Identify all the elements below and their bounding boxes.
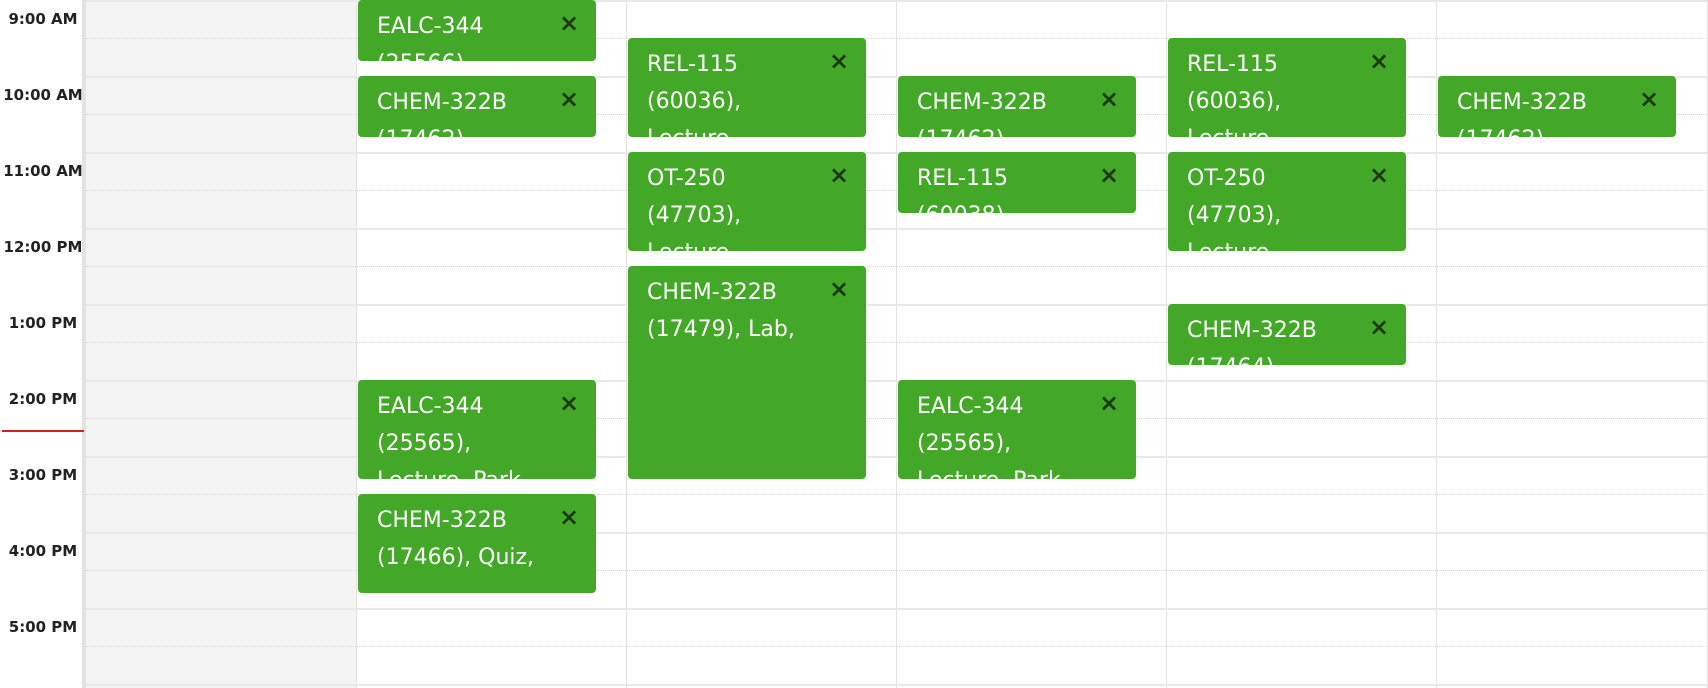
- event-block[interactable]: CHEM-322B (17466), Quiz, ×: [358, 494, 596, 593]
- event-title: CHEM-322B (17464), Discussion: [1187, 318, 1317, 365]
- event-title: REL-115 (60038), Discussion: [917, 166, 1011, 213]
- event-title: CHEM-322B (17466), Quiz,: [377, 508, 535, 570]
- half-hour-gridline: [86, 570, 1708, 571]
- hour-gridline: [86, 456, 1708, 458]
- half-hour-gridline: [86, 342, 1708, 343]
- time-label: 12:00 PM: [3, 238, 83, 256]
- event-title: OT-250 (47703), Lecture: [647, 166, 742, 251]
- remove-event-icon[interactable]: ×: [1368, 313, 1390, 341]
- event-block[interactable]: OT-250 (47703), Lecture ×: [628, 152, 866, 251]
- half-hour-gridline: [86, 114, 1708, 115]
- hour-gridline: [86, 304, 1708, 306]
- time-label: 4:00 PM: [8, 542, 78, 560]
- hour-gridline: [86, 76, 1708, 78]
- event-block[interactable]: CHEM-322B (17479), Lab, ×: [628, 266, 866, 479]
- half-hour-gridline: [86, 646, 1708, 647]
- event-block[interactable]: REL-115 (60038), Discussion ×: [898, 152, 1136, 213]
- hour-gridline: [86, 152, 1708, 154]
- event-block[interactable]: CHEM-322B (17462), Lecture ×: [898, 76, 1136, 137]
- event-block[interactable]: REL-115 (60036), Lecture ×: [628, 38, 866, 137]
- remove-event-icon[interactable]: ×: [828, 47, 850, 75]
- event-title: CHEM-322B (17462), Lecture: [1457, 90, 1587, 137]
- event-block[interactable]: CHEM-322B (17462), Lecture ×: [358, 76, 596, 137]
- day-column-wednesday: [897, 0, 1167, 688]
- event-block[interactable]: EALC-344 (25565), Lecture, Park ×: [898, 380, 1136, 479]
- half-hour-gridline: [86, 266, 1708, 267]
- remove-event-icon[interactable]: ×: [558, 85, 580, 113]
- remove-event-icon[interactable]: ×: [1368, 47, 1390, 75]
- hour-gridline: [86, 380, 1708, 382]
- hour-gridline: [86, 532, 1708, 534]
- event-block[interactable]: OT-250 (47703), Lecture ×: [1168, 152, 1406, 251]
- time-label: 10:00 AM: [3, 86, 83, 104]
- time-label: 1:00 PM: [8, 314, 78, 332]
- time-column: 9:00 AM 10:00 AM 11:00 AM 12:00 PM 1:00 …: [0, 0, 86, 688]
- day-column-thursday: [1167, 0, 1437, 688]
- event-title: OT-250 (47703), Lecture: [1187, 166, 1282, 251]
- time-label: 11:00 AM: [3, 162, 83, 180]
- remove-event-icon[interactable]: ×: [828, 275, 850, 303]
- time-label: 9:00 AM: [8, 10, 78, 28]
- event-title: EALC-344 (25565), Lecture, Park: [917, 394, 1061, 479]
- current-time-indicator: [2, 430, 84, 432]
- remove-event-icon[interactable]: ×: [558, 503, 580, 531]
- event-block[interactable]: EALC-344 (25565), Lecture, Park ×: [358, 380, 596, 479]
- half-hour-gridline: [86, 190, 1708, 191]
- half-hour-gridline: [86, 494, 1708, 495]
- day-column-sunday: [86, 0, 357, 688]
- day-column-tuesday: [627, 0, 897, 688]
- remove-event-icon[interactable]: ×: [1368, 161, 1390, 189]
- remove-event-icon[interactable]: ×: [558, 9, 580, 37]
- remove-event-icon[interactable]: ×: [1098, 161, 1120, 189]
- event-block[interactable]: CHEM-322B (17464), Discussion ×: [1168, 304, 1406, 365]
- time-label: 5:00 PM: [8, 618, 78, 636]
- event-block[interactable]: EALC-344 (25566), Lecture ×: [358, 0, 596, 61]
- event-title: REL-115 (60036), Lecture: [647, 52, 742, 137]
- event-title: CHEM-322B (17462), Lecture: [377, 90, 507, 137]
- hour-gridline: [86, 228, 1708, 230]
- remove-event-icon[interactable]: ×: [1098, 85, 1120, 113]
- half-hour-gridline: [86, 38, 1708, 39]
- remove-event-icon[interactable]: ×: [1098, 389, 1120, 417]
- hour-gridline: [86, 608, 1708, 610]
- time-label: 2:00 PM: [8, 390, 78, 408]
- event-title: CHEM-322B (17462), Lecture: [917, 90, 1047, 137]
- remove-event-icon[interactable]: ×: [828, 161, 850, 189]
- hour-gridline: [86, 684, 1708, 686]
- event-block[interactable]: CHEM-322B (17462), Lecture ×: [1438, 76, 1676, 137]
- day-column-monday: [357, 0, 627, 688]
- remove-event-icon[interactable]: ×: [1638, 85, 1660, 113]
- half-hour-gridline: [86, 418, 1708, 419]
- event-title: EALC-344 (25565), Lecture, Park: [377, 394, 521, 479]
- event-block[interactable]: REL-115 (60036), Lecture ×: [1168, 38, 1406, 137]
- event-title: CHEM-322B (17479), Lab,: [647, 280, 795, 342]
- hour-gridline: [86, 0, 1708, 2]
- remove-event-icon[interactable]: ×: [558, 389, 580, 417]
- event-title: EALC-344 (25566), Lecture: [377, 14, 484, 61]
- time-label: 3:00 PM: [8, 466, 78, 484]
- event-title: REL-115 (60036), Lecture: [1187, 52, 1282, 137]
